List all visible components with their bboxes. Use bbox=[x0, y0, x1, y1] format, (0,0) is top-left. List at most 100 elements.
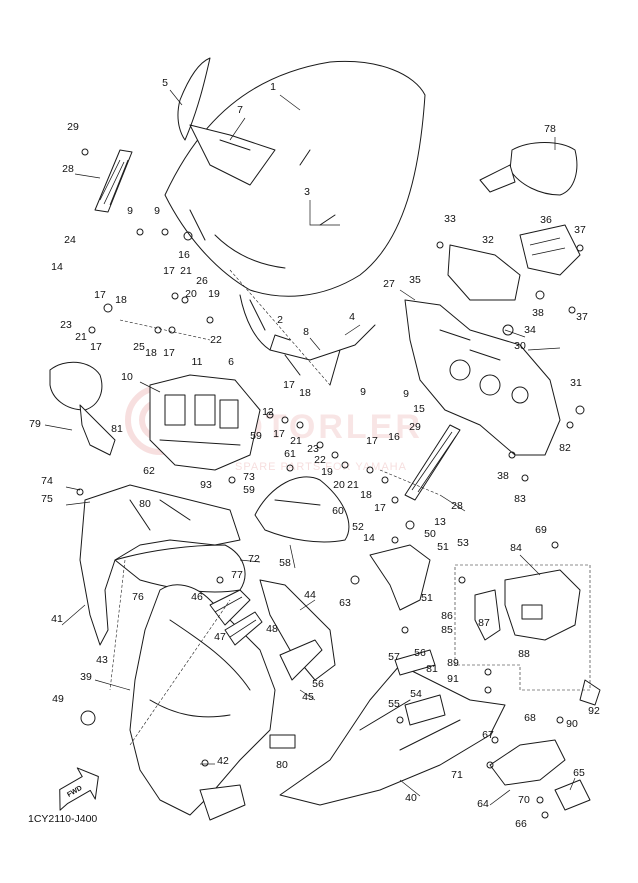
callout-58: 58 bbox=[279, 557, 291, 569]
callout-37: 37 bbox=[576, 311, 588, 323]
callout-18: 18 bbox=[299, 387, 311, 399]
small-brackets bbox=[269, 544, 436, 749]
callout-73: 73 bbox=[243, 471, 255, 483]
callout-42: 42 bbox=[217, 755, 229, 767]
callout-24: 24 bbox=[64, 234, 76, 246]
callout-63: 63 bbox=[339, 597, 351, 609]
callout-18: 18 bbox=[360, 489, 372, 501]
callout-17: 17 bbox=[273, 428, 285, 440]
callout-8: 8 bbox=[303, 326, 309, 338]
wind-deflector bbox=[177, 57, 276, 186]
callout-21: 21 bbox=[75, 331, 87, 343]
ecu-box bbox=[454, 564, 601, 706]
callout-2: 2 bbox=[277, 314, 283, 326]
callout-45: 45 bbox=[302, 691, 314, 703]
trim-strip-lower bbox=[404, 424, 461, 501]
callout-82: 82 bbox=[559, 442, 571, 454]
under-cowl bbox=[279, 664, 506, 806]
callout-26: 26 bbox=[196, 275, 208, 287]
callout-57: 57 bbox=[388, 651, 400, 663]
callout-30: 30 bbox=[514, 340, 526, 352]
callout-14: 14 bbox=[51, 261, 63, 273]
callout-76: 76 bbox=[132, 591, 144, 603]
callout-64: 64 bbox=[477, 798, 489, 810]
callout-17: 17 bbox=[163, 265, 175, 277]
side-cowl-left bbox=[79, 484, 241, 646]
callout-47: 47 bbox=[214, 631, 226, 643]
callout-87: 87 bbox=[478, 617, 490, 629]
callout-79: 79 bbox=[29, 418, 41, 430]
callout-43: 43 bbox=[96, 654, 108, 666]
callout-21: 21 bbox=[180, 265, 192, 277]
callout-39: 39 bbox=[80, 671, 92, 683]
callout-74: 74 bbox=[41, 475, 53, 487]
callout-88: 88 bbox=[518, 648, 530, 660]
callout-53: 53 bbox=[457, 537, 469, 549]
headlight-frame bbox=[404, 299, 561, 456]
callout-68: 68 bbox=[524, 712, 536, 724]
callout-71: 71 bbox=[451, 769, 463, 781]
windscreen bbox=[164, 60, 426, 297]
callout-86: 86 bbox=[441, 610, 453, 622]
callout-17: 17 bbox=[90, 341, 102, 353]
callout-90: 90 bbox=[566, 718, 578, 730]
callout-23: 23 bbox=[307, 443, 319, 455]
callout-9: 9 bbox=[360, 386, 366, 398]
forward-arrow-icon: FWD bbox=[59, 767, 99, 811]
callout-80: 80 bbox=[139, 498, 151, 510]
callout-7: 7 bbox=[237, 104, 243, 116]
callout-31: 31 bbox=[570, 377, 582, 389]
callout-83: 83 bbox=[514, 493, 526, 505]
callout-56: 56 bbox=[414, 647, 426, 659]
callout-25: 25 bbox=[133, 341, 145, 353]
side-panel-lower bbox=[489, 739, 591, 811]
callout-49: 49 bbox=[52, 693, 64, 705]
callout-55: 55 bbox=[388, 698, 400, 710]
callout-4: 4 bbox=[349, 311, 355, 323]
callout-6: 6 bbox=[228, 356, 234, 368]
callout-21: 21 bbox=[290, 435, 302, 447]
fasteners bbox=[76, 148, 585, 819]
callout-35: 35 bbox=[409, 274, 421, 286]
inner-cover bbox=[254, 476, 350, 543]
callout-91: 91 bbox=[447, 673, 459, 685]
callout-61: 61 bbox=[284, 448, 296, 460]
callout-33: 33 bbox=[444, 213, 456, 225]
callout-77: 77 bbox=[231, 569, 243, 581]
callout-56: 56 bbox=[312, 678, 324, 690]
callout-40: 40 bbox=[405, 792, 417, 804]
diagram-code: 1CY2110-J400 bbox=[28, 813, 97, 825]
callout-28: 28 bbox=[451, 500, 463, 512]
callout-92: 92 bbox=[588, 705, 600, 717]
callout-62: 62 bbox=[143, 465, 155, 477]
callout-16: 16 bbox=[178, 249, 190, 261]
callout-1: 1 bbox=[270, 81, 276, 93]
callout-80: 80 bbox=[276, 759, 288, 771]
callout-21: 21 bbox=[347, 479, 359, 491]
callout-70: 70 bbox=[518, 794, 530, 806]
callout-28: 28 bbox=[62, 163, 74, 175]
callout-27: 27 bbox=[383, 278, 395, 290]
callout-78: 78 bbox=[544, 123, 556, 135]
callout-5: 5 bbox=[162, 77, 168, 89]
callout-41: 41 bbox=[51, 613, 63, 625]
callout-52: 52 bbox=[352, 521, 364, 533]
callout-20: 20 bbox=[333, 479, 345, 491]
callout-32: 32 bbox=[482, 234, 494, 246]
callout-18: 18 bbox=[145, 347, 157, 359]
callout-29: 29 bbox=[67, 121, 79, 133]
callout-9: 9 bbox=[154, 205, 160, 217]
callout-37: 37 bbox=[574, 224, 586, 236]
leader-lines bbox=[44, 89, 576, 806]
watermark-sub: SPARE PARTS FOR YAMAHA bbox=[235, 461, 407, 473]
callout-54: 54 bbox=[410, 688, 422, 700]
callout-22: 22 bbox=[314, 454, 326, 466]
callout-20: 20 bbox=[185, 288, 197, 300]
callout-46: 46 bbox=[191, 591, 203, 603]
callout-3: 3 bbox=[304, 186, 310, 198]
callout-23: 23 bbox=[60, 319, 72, 331]
callout-48: 48 bbox=[266, 623, 278, 635]
callout-81: 81 bbox=[111, 423, 123, 435]
callout-19: 19 bbox=[208, 288, 220, 300]
